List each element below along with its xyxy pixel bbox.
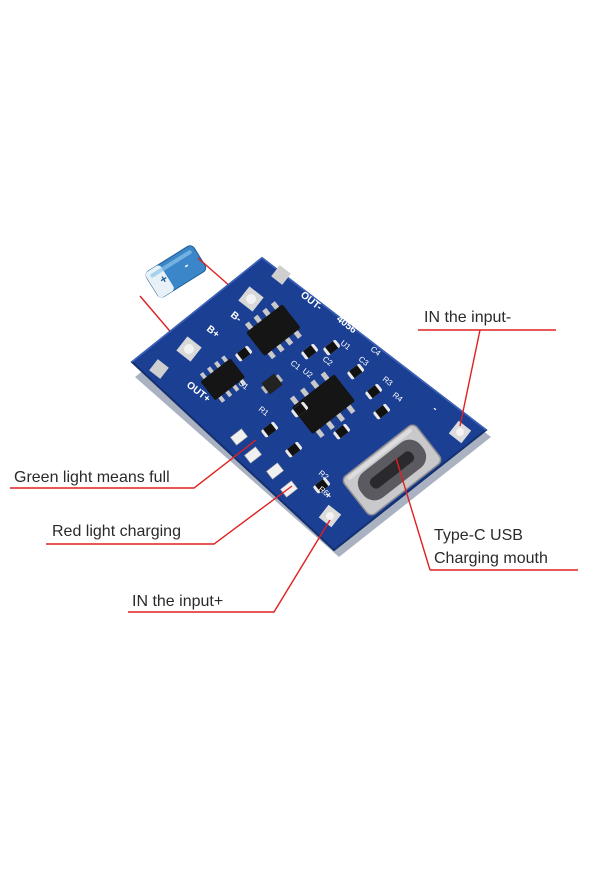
pad-b-plus xyxy=(176,336,202,362)
leader-typec xyxy=(395,457,578,571)
pad-out-minus xyxy=(271,265,291,285)
pad-in-minus xyxy=(448,420,472,444)
pad-in-plus xyxy=(318,504,342,528)
chip-left xyxy=(199,355,247,403)
leader-green-full xyxy=(10,439,257,489)
silk-minus: - xyxy=(430,404,439,415)
silk-plus: + xyxy=(322,490,334,502)
pad-b-minus xyxy=(238,286,264,312)
callout-typec-line1: Type-C USB xyxy=(434,527,523,544)
callout-typec-line2: Charging mouth xyxy=(434,550,548,567)
battery-illustration: + - xyxy=(139,245,249,351)
callout-labels: IN the input- Green light means full Red… xyxy=(14,309,548,610)
callout-green-full: Green light means full xyxy=(14,469,170,486)
component-s1 xyxy=(260,373,284,395)
chip-tp4056 xyxy=(289,371,356,439)
leader-in-minus xyxy=(418,329,556,427)
usb-type-c-port xyxy=(342,424,442,516)
callout-red-charging: Red light charging xyxy=(52,523,181,540)
leader-in-plus xyxy=(128,519,331,613)
chip-upper xyxy=(244,301,302,360)
callout-in-plus: IN the input+ xyxy=(132,593,223,610)
callout-in-minus: IN the input- xyxy=(424,309,511,326)
pcb-board: OUT- B- B+ OUT+ 4056 - + R3 C4 R4 R1 R2 … xyxy=(130,256,491,557)
led-pads xyxy=(229,428,299,498)
callout-leaders xyxy=(10,329,578,613)
leader-red-charging xyxy=(46,485,293,545)
pad-out-plus xyxy=(149,359,169,379)
battery-minus-label: - xyxy=(181,258,192,272)
smd-components xyxy=(235,339,390,494)
